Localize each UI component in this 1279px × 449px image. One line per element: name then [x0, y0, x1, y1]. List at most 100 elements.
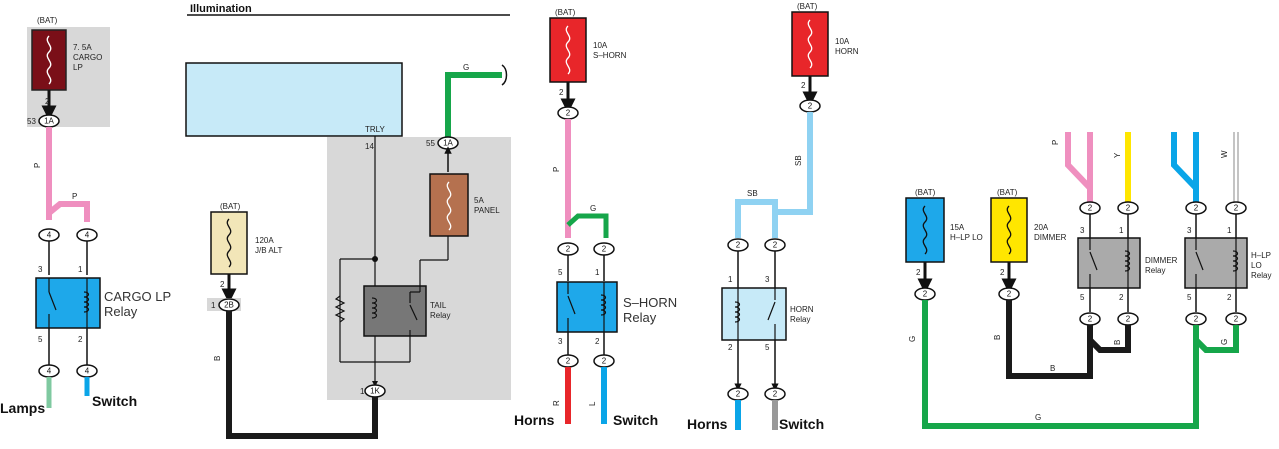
svg-text:TRLY: TRLY	[365, 125, 386, 134]
svg-text:2: 2	[916, 268, 921, 277]
svg-text:53: 53	[27, 117, 36, 126]
svg-text:Relay: Relay	[1145, 266, 1165, 275]
svg-text:3: 3	[1080, 226, 1085, 235]
svg-text:2: 2	[1007, 290, 1012, 299]
svg-text:20A: 20A	[1034, 223, 1049, 232]
svg-text:5: 5	[38, 335, 43, 344]
svg-text:3: 3	[38, 265, 43, 274]
svg-text:15A: 15A	[950, 223, 965, 232]
svg-text:J/B ALT: J/B ALT	[255, 246, 283, 255]
svg-text:55: 55	[426, 139, 435, 148]
svg-text:DIMMER: DIMMER	[1034, 233, 1067, 242]
svg-text:G: G	[590, 204, 596, 213]
svg-text:L: L	[588, 401, 597, 406]
svg-text:(BAT): (BAT)	[220, 202, 241, 211]
svg-text:H–LP LO: H–LP LO	[950, 233, 983, 242]
svg-text:2: 2	[45, 97, 50, 106]
svg-text:2: 2	[773, 390, 778, 399]
svg-text:B: B	[1050, 364, 1055, 373]
svg-text:2: 2	[1119, 293, 1124, 302]
svg-text:1: 1	[1227, 226, 1232, 235]
svg-text:3: 3	[1187, 226, 1192, 235]
svg-text:G: G	[908, 336, 917, 342]
svg-text:2: 2	[736, 241, 741, 250]
svg-text:2: 2	[1126, 315, 1131, 324]
h-lp-lo-relay	[1184, 237, 1248, 289]
svg-text:2: 2	[1234, 204, 1239, 213]
dimmer-relay	[1077, 237, 1141, 289]
svg-text:2: 2	[78, 335, 83, 344]
tail-relay	[363, 285, 427, 337]
svg-text:LO: LO	[1251, 261, 1262, 270]
svg-text:W: W	[1220, 150, 1229, 158]
green-wire-headlight	[922, 300, 1199, 429]
green-wire-illum	[445, 72, 502, 137]
svg-text:4: 4	[47, 231, 52, 240]
svg-text:B: B	[993, 335, 1002, 340]
s-horn-horns-label: Horns	[514, 412, 555, 428]
svg-text:G: G	[463, 63, 469, 72]
cargo-fuse-name-2: LP	[73, 63, 83, 72]
s-horn-section: (BAT) 10A S–HORN 2 2 P G 2 2 5 1 S–HORN …	[514, 8, 677, 428]
svg-text:R: R	[552, 400, 561, 406]
svg-text:1: 1	[360, 387, 365, 396]
svg-text:DIMMER: DIMMER	[1145, 256, 1178, 265]
svg-text:2: 2	[801, 81, 806, 90]
svg-text:2: 2	[1126, 204, 1131, 213]
svg-text:2: 2	[559, 88, 564, 97]
cargo-lp-section: (BAT) 7. 5A CARGO LP 2 1A 53 P P 4 4 3 1…	[0, 16, 171, 416]
cargo-fuse-rating: 7. 5A	[73, 43, 92, 52]
svg-text:TAIL: TAIL	[430, 301, 447, 310]
svg-text:(BAT): (BAT)	[915, 188, 936, 197]
illumination-module	[185, 62, 403, 137]
svg-text:2: 2	[1194, 315, 1199, 324]
svg-text:2: 2	[566, 357, 571, 366]
svg-text:5: 5	[1080, 293, 1085, 302]
svg-text:4: 4	[85, 231, 90, 240]
svg-text:2: 2	[1000, 268, 1005, 277]
svg-text:G: G	[1035, 413, 1041, 422]
svg-text:PANEL: PANEL	[474, 206, 500, 215]
tail-shade-area	[327, 137, 511, 400]
svg-text:2: 2	[808, 102, 813, 111]
svg-text:2B: 2B	[224, 301, 234, 310]
svg-text:S–HORN: S–HORN	[623, 295, 677, 310]
svg-text:SB: SB	[747, 189, 758, 198]
sb-wire-horn	[772, 112, 813, 238]
headlight-section: (BAT) 15A H–LP LO 2 2 (BAT) 20A DIMMER 2…	[905, 132, 1271, 429]
svg-text:Y: Y	[1113, 152, 1122, 158]
svg-text:4: 4	[85, 367, 90, 376]
svg-text:B: B	[213, 356, 222, 361]
svg-text:(BAT): (BAT)	[997, 188, 1018, 197]
svg-text:2: 2	[736, 390, 741, 399]
cargo-bat-label: (BAT)	[37, 16, 58, 25]
svg-text:2: 2	[595, 337, 600, 346]
svg-text:4: 4	[47, 367, 52, 376]
svg-text:Relay: Relay	[430, 311, 450, 320]
svg-text:2: 2	[773, 241, 778, 250]
svg-text:5: 5	[558, 268, 563, 277]
svg-text:5A: 5A	[474, 196, 484, 205]
svg-text:1A: 1A	[44, 117, 54, 126]
svg-text:2: 2	[1227, 293, 1232, 302]
svg-text:1: 1	[728, 275, 733, 284]
svg-text:P: P	[1051, 140, 1060, 145]
svg-text:2: 2	[566, 109, 571, 118]
lamps-label: Lamps	[0, 400, 45, 416]
svg-text:Relay: Relay	[790, 315, 810, 324]
cargo-switch-label: Switch	[92, 393, 137, 409]
svg-text:10A: 10A	[593, 41, 608, 50]
cargo-lp-relay	[35, 277, 101, 329]
svg-text:1: 1	[78, 265, 83, 274]
cargo-relay-label-2: Relay	[104, 304, 138, 319]
svg-text:1: 1	[595, 268, 600, 277]
horn-horns-label: Horns	[687, 416, 728, 432]
svg-text:(BAT): (BAT)	[797, 2, 818, 11]
horn-section: (BAT) 10A HORN 2 2 SB SB 2 2 1 3 HORN Re…	[687, 2, 859, 432]
svg-text:2: 2	[1088, 204, 1093, 213]
svg-text:5: 5	[1187, 293, 1192, 302]
svg-text:2: 2	[1194, 204, 1199, 213]
svg-text:P: P	[552, 167, 561, 172]
svg-text:3: 3	[558, 337, 563, 346]
